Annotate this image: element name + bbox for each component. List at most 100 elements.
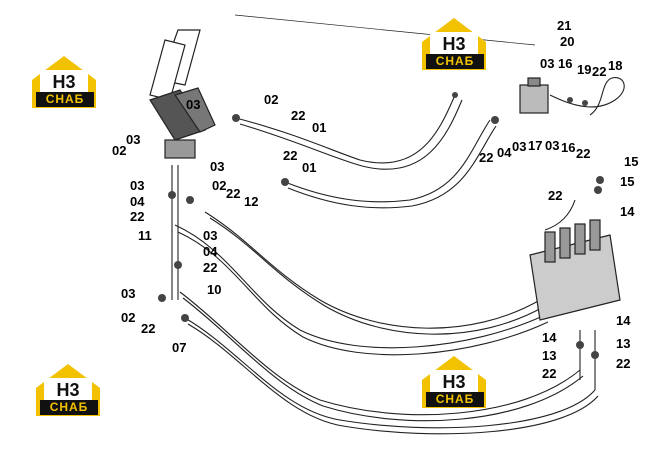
callout: 14 — [620, 204, 635, 219]
callout: 14 — [616, 313, 631, 328]
hose-valve-side — [544, 199, 576, 231]
hose-upper-1 — [235, 94, 456, 164]
pilot-valve-cap — [527, 77, 541, 87]
logo-watermark: H3 CHAБ — [32, 360, 104, 422]
logo-mark: H3 — [442, 372, 465, 392]
fitting — [594, 186, 602, 194]
hose-low-1 — [179, 291, 581, 416]
callout: 22 — [542, 366, 556, 381]
callout: 03 — [130, 178, 144, 193]
fitting — [158, 294, 166, 302]
callout: 22 — [203, 260, 217, 275]
callout: 17 — [528, 138, 542, 153]
callout: 03 — [186, 97, 200, 112]
fitting — [491, 116, 499, 124]
callout: 22 — [130, 209, 144, 224]
callout: 22 — [616, 356, 630, 371]
pilot-valve-body — [519, 84, 549, 114]
callout: 12 — [244, 194, 258, 209]
callout: 03 — [512, 139, 526, 154]
pedal-valve-body — [164, 139, 196, 159]
pipe-vertical — [171, 165, 179, 300]
fitting — [181, 314, 189, 322]
fitting — [582, 100, 588, 106]
callout: 04 — [497, 145, 512, 160]
fitting — [174, 261, 182, 269]
callout: 10 — [207, 282, 221, 297]
callout: 22 — [479, 150, 493, 165]
callout: 01 — [302, 160, 316, 175]
callout: 02 — [212, 178, 226, 193]
main-control-valve — [529, 219, 621, 321]
fitting — [186, 196, 194, 204]
hose-low-2 — [184, 317, 596, 429]
callout: 16 — [561, 140, 575, 155]
hose-mid-1b — [209, 217, 546, 335]
pilot-valve — [519, 77, 549, 114]
callout: 19 — [577, 62, 591, 77]
callout: 13 — [616, 336, 630, 351]
hose-mid-2 — [174, 224, 546, 349]
spool-4 — [589, 219, 601, 251]
callout: 03 — [210, 159, 224, 174]
fitting — [567, 97, 573, 103]
logo-mark: H3 — [442, 34, 465, 54]
callout: 02 — [264, 92, 278, 107]
callout: 13 — [542, 348, 556, 363]
callout: 22 — [283, 148, 297, 163]
fitting — [596, 176, 604, 184]
callout: 04 — [203, 244, 218, 259]
logo-text: CHAБ — [426, 54, 484, 69]
callout: 02 — [112, 143, 126, 158]
callout: 18 — [608, 58, 622, 73]
callout: 22 — [592, 64, 606, 79]
hose-mid-2b — [177, 231, 549, 356]
fitting — [576, 341, 584, 349]
logo-text: CHAБ — [36, 92, 94, 107]
callout: 04 — [130, 194, 145, 209]
callout: 20 — [560, 34, 574, 49]
fitting — [452, 92, 458, 98]
pedal-assembly — [149, 29, 216, 159]
leader-lines — [234, 14, 536, 46]
callout: 14 — [542, 330, 557, 345]
callout: 16 — [558, 56, 572, 71]
hose-loop — [549, 77, 625, 116]
spool-1 — [544, 231, 556, 263]
logo-watermark: H3 CHAБ — [418, 352, 490, 414]
logo-mark: H3 — [56, 380, 79, 400]
hose-mid-1 — [204, 211, 541, 329]
fittings — [158, 92, 604, 359]
callout: 22 — [548, 188, 562, 203]
callout: 02 — [121, 310, 135, 325]
fitting — [232, 114, 240, 122]
callout: 07 — [172, 340, 186, 355]
callout: 03 — [203, 228, 217, 243]
callout: 03 — [540, 56, 554, 71]
spool-2 — [559, 227, 571, 259]
hose-upper-2b — [287, 125, 497, 209]
callout: 03 — [121, 286, 135, 301]
hoses — [171, 77, 625, 435]
hose-upper-2 — [284, 119, 491, 203]
hose-low-2b — [187, 323, 599, 435]
logo-text: CHAБ — [426, 392, 484, 407]
callout: 01 — [312, 120, 326, 135]
callout: 22 — [141, 321, 155, 336]
callout: 03 — [545, 138, 559, 153]
logo-watermark: H3 CHAБ — [28, 52, 100, 114]
logo-text: CHAБ — [40, 400, 98, 415]
logo-mark: H3 — [52, 72, 75, 92]
callout: 22 — [576, 146, 590, 161]
fitting — [591, 351, 599, 359]
callout: 22 — [291, 108, 305, 123]
logo-watermark: H3 CHAБ — [418, 14, 490, 76]
callout: 03 — [126, 132, 140, 147]
spool-3 — [574, 223, 586, 255]
callout: 22 — [226, 186, 240, 201]
fitting — [168, 191, 176, 199]
callout: 21 — [557, 18, 571, 33]
callout: 11 — [138, 228, 152, 243]
